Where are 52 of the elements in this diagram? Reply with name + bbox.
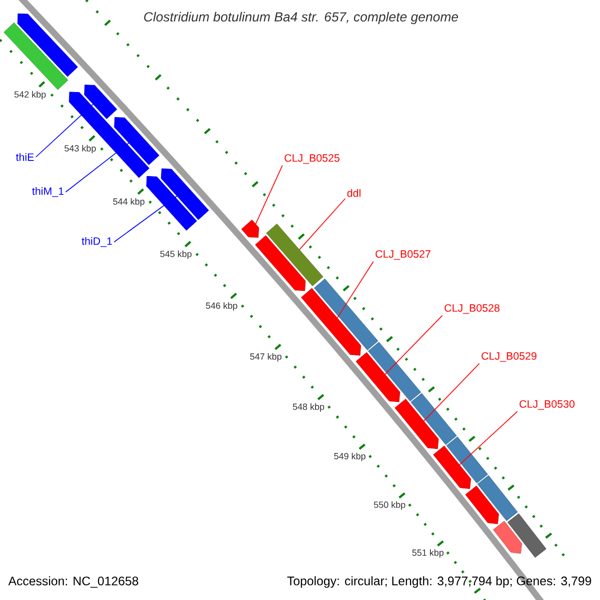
gene-bar — [368, 342, 422, 402]
leader-line — [423, 363, 480, 422]
gene-bar — [4, 22, 68, 90]
tick-label: 546 kbp — [206, 302, 238, 311]
gene-bar — [507, 513, 546, 558]
tick-label: 548 kbp — [292, 403, 324, 412]
leader-line — [298, 198, 346, 250]
gene-feature — [146, 176, 197, 231]
leader-line — [255, 165, 283, 224]
gene-label: thiM_1 — [32, 187, 64, 197]
leader-line — [459, 411, 518, 466]
accession-text: Accession: NC_012658 — [8, 576, 138, 588]
title: Clostridium botulinum Ba4 str. 657, complete genome — [144, 12, 458, 24]
leader-line — [35, 104, 94, 158]
gene-bar — [410, 393, 457, 445]
gene-feature — [394, 398, 439, 450]
leader-line — [336, 261, 374, 318]
gene-label: CLJ_B0527 — [376, 250, 430, 260]
gene-feature — [465, 486, 499, 524]
leader-line — [384, 315, 443, 375]
gene-feature — [301, 288, 362, 356]
gene-feature — [356, 352, 400, 402]
gene-feature — [160, 168, 209, 220]
gene-bar — [477, 475, 518, 521]
gene-bar — [314, 278, 378, 350]
genome-info-text: Topology: circular; Length: 3,977,794 bp; Genes: 3,799 — [287, 576, 592, 588]
tick-label: 543 kbp — [64, 144, 96, 154]
tick-label: 544 kbp — [113, 198, 144, 206]
gene-bar — [266, 224, 324, 286]
tick-label: 551 kbp — [412, 549, 444, 558]
tick-label: 545 kbp — [160, 250, 192, 259]
gene-feature — [84, 84, 118, 120]
tick-label: 547 kbp — [250, 353, 282, 362]
gene-feature — [433, 446, 472, 489]
gene-feature — [255, 235, 306, 291]
gene-feature — [241, 220, 260, 238]
tick-label: 549 kbp — [334, 452, 366, 462]
gene-label: thiE — [16, 153, 34, 161]
leader-line — [114, 196, 178, 242]
gene-label: ddl — [347, 189, 360, 197]
gene-feature — [114, 117, 160, 166]
gene-label: CLJ_B0530 — [520, 400, 574, 410]
gene-label: thiD_1 — [82, 237, 112, 247]
tick-label: 550 kbp — [374, 501, 406, 510]
gene-label: CLJ_B0525 — [284, 154, 340, 164]
gene-label: CLJ_B0529 — [482, 352, 536, 362]
gene-feature — [493, 520, 522, 554]
gene-label: CLJ_B0528 — [444, 304, 500, 314]
tick-label: 542 kbp — [14, 91, 46, 100]
leader-line — [65, 142, 130, 192]
gene-bar — [446, 436, 488, 484]
gene-feature — [17, 14, 78, 77]
